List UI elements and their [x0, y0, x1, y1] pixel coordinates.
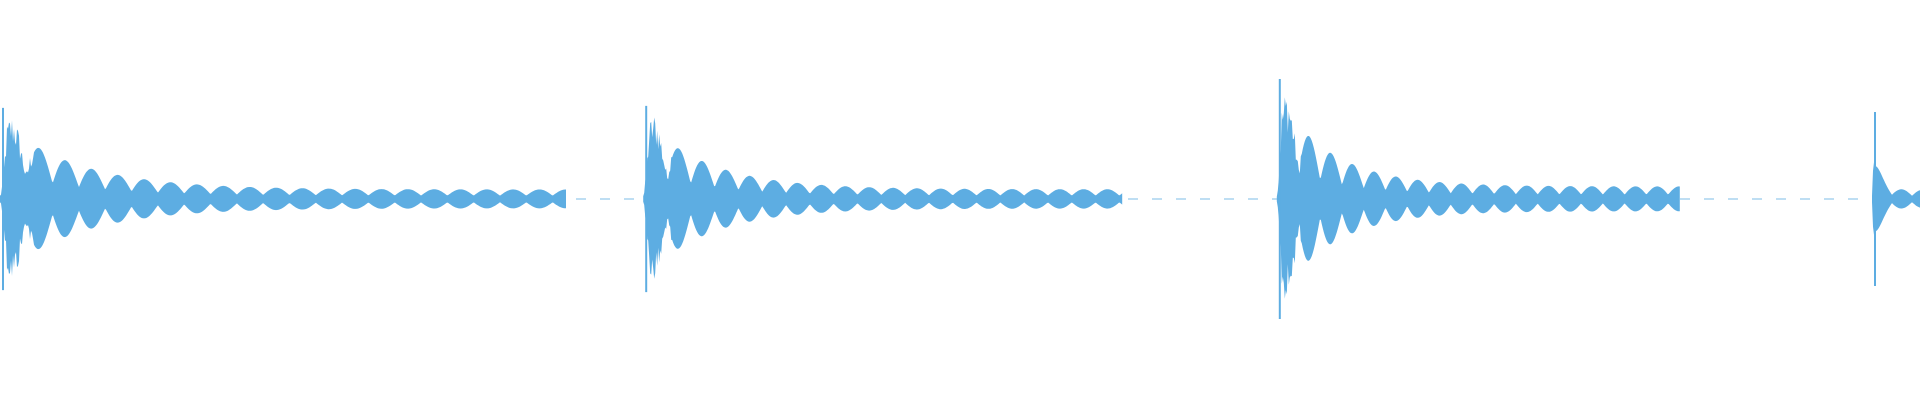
waveform-bursts: [0, 78, 1920, 320]
waveform-burst-4: [1872, 162, 1920, 235]
waveform-burst-2: [643, 117, 1123, 279]
waveform-burst-1: [0, 120, 566, 277]
waveform-burst-3: [1276, 97, 1680, 299]
